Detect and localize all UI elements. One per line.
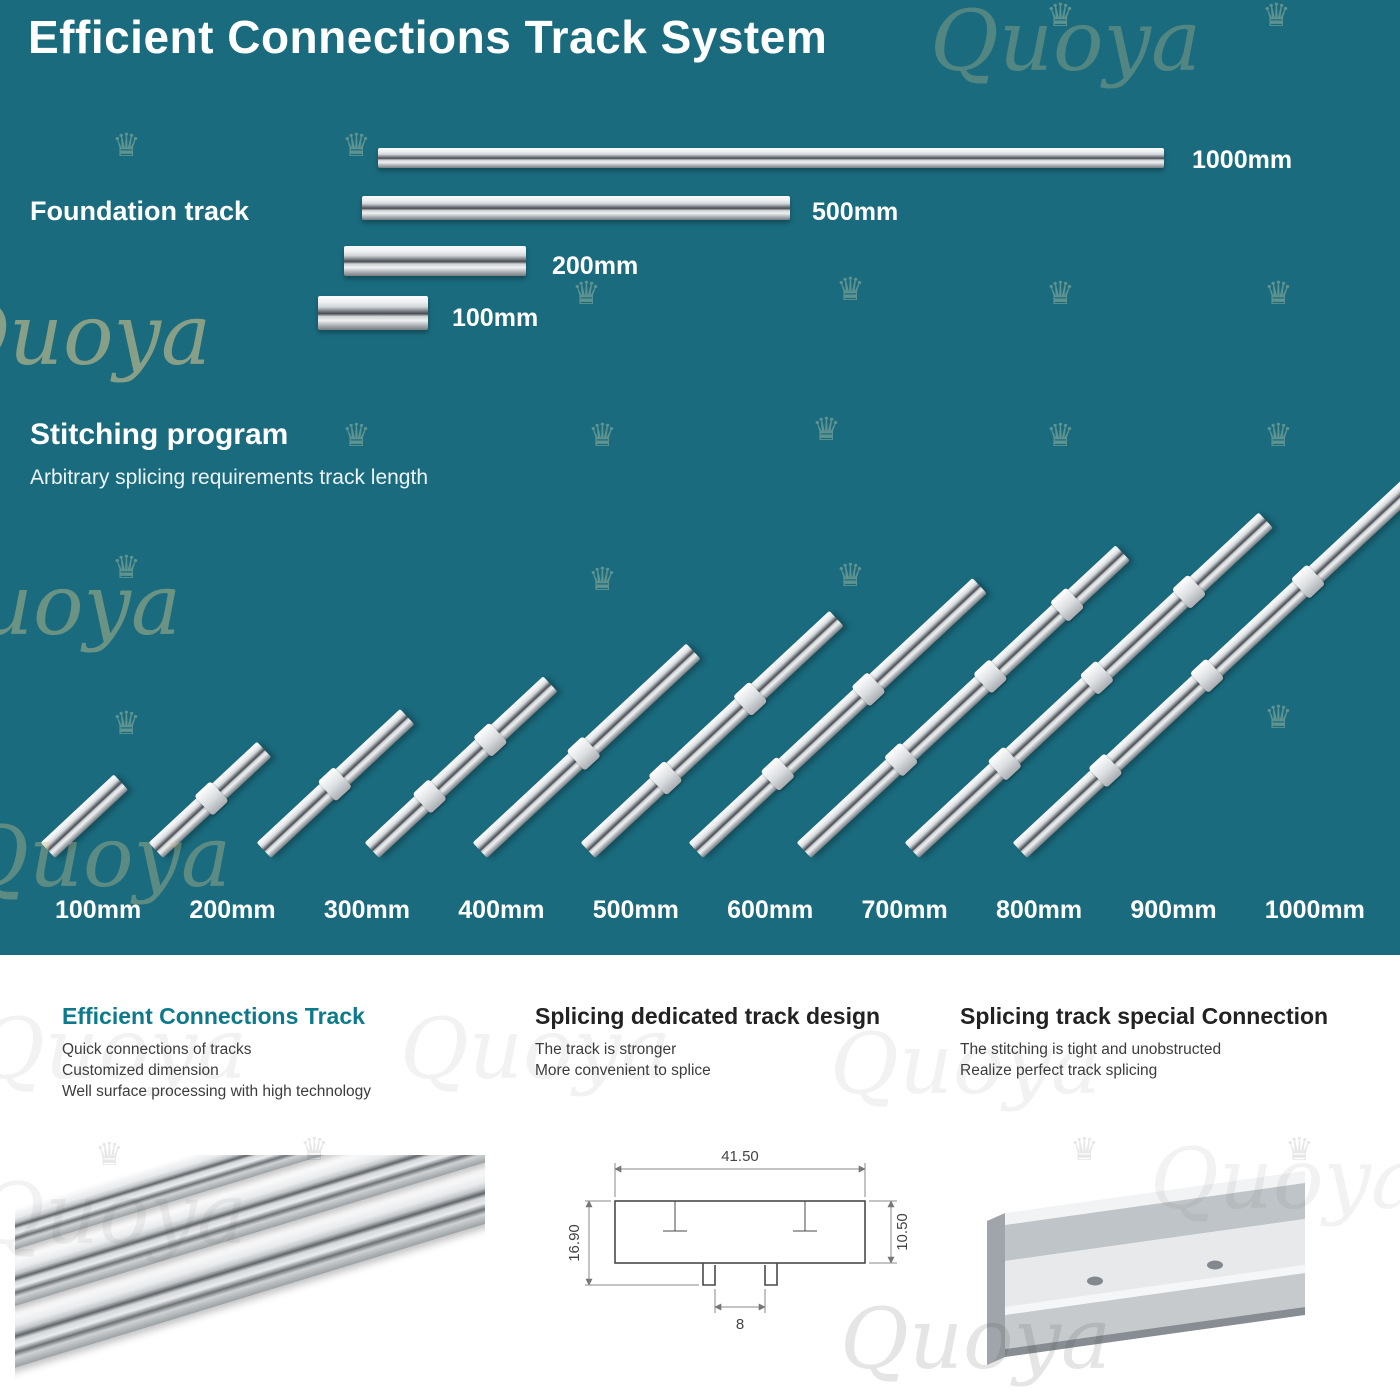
- track-size-label: 500mm: [812, 198, 899, 226]
- splice-joint: [1049, 587, 1085, 623]
- splice-joint: [1079, 660, 1115, 696]
- connector-bottom-edge: [1005, 1307, 1305, 1357]
- splice-joint: [317, 766, 353, 802]
- hero-section: Efficient Connections Track System Found…: [0, 0, 1400, 955]
- splice-joint: [1171, 574, 1207, 610]
- feature-line: The stitching is tight and unobstructed: [960, 1041, 1222, 1058]
- feature-col-special-connection: Splicing track special Connection The st…: [960, 1003, 1360, 1082]
- size-label: 400mm: [458, 896, 545, 924]
- feature-heading: Splicing track special Connection: [960, 1003, 1329, 1029]
- spliced-track-200mm: [148, 741, 272, 858]
- feature-line: Realize perfect track splicing: [960, 1061, 1158, 1079]
- feature-line: Well surface processing with high techno…: [62, 1082, 372, 1100]
- dim-left-height: 16.90: [566, 1224, 583, 1262]
- splice-joint: [760, 756, 795, 792]
- features-section: Efficient Connections Track Quick connec…: [0, 955, 1400, 1400]
- size-label: 300mm: [323, 896, 411, 924]
- track-size-label: 200mm: [552, 252, 639, 280]
- feature-line: The track is stronger: [535, 1041, 677, 1058]
- spliced-track-100mm: [40, 774, 129, 858]
- connector-front-wall: [1005, 1273, 1305, 1349]
- foundation-track-1000mm: [378, 148, 1164, 168]
- connector-photo: [987, 1171, 1305, 1365]
- size-label: 900mm: [1130, 896, 1217, 924]
- spliced-track-900mm: [904, 512, 1273, 858]
- foundation-track-100mm: [318, 296, 428, 330]
- feature-col-connections: Efficient Connections Track Quick connec…: [62, 1003, 492, 1103]
- splice-joint: [473, 722, 508, 758]
- feature-line: Customized dimension: [62, 1061, 219, 1079]
- feature-heading: Efficient Connections Track: [62, 1003, 365, 1029]
- size-label: 700mm: [861, 896, 948, 924]
- dim-bottom-slot: 8: [736, 1316, 744, 1333]
- stitching-heading: Stitching program: [30, 418, 289, 451]
- screw-hole: [1087, 1276, 1103, 1286]
- size-label: 100mm: [55, 896, 142, 924]
- foundation-track-200mm: [344, 246, 526, 276]
- dim-top-width: 41.50: [721, 1148, 759, 1165]
- cross-section-drawing: 41.50 16.90 10.50 8: [566, 1148, 911, 1333]
- splice-joint: [973, 658, 1008, 694]
- splice-joint: [412, 778, 448, 814]
- track-size-label: 100mm: [452, 304, 539, 332]
- foundation-track-500mm: [362, 196, 790, 220]
- connector-front-lip: [1005, 1265, 1305, 1315]
- size-label: 500mm: [592, 896, 679, 924]
- splice-joint: [1189, 658, 1225, 694]
- feature-heading: Splicing dedicated track design: [535, 1003, 881, 1029]
- connector-end-face: [987, 1213, 1005, 1365]
- track-size-label: 1000mm: [1192, 146, 1293, 174]
- splice-joint: [566, 735, 602, 771]
- spliced-track-500mm: [472, 643, 701, 858]
- connector-back-lip: [1005, 1171, 1305, 1225]
- connector-base: [1005, 1219, 1305, 1307]
- spliced-track-1000mm: [1012, 479, 1400, 858]
- stitching-subheading: Arbitrary splicing requirements track le…: [30, 466, 428, 489]
- feature-col-track-design: Splicing dedicated track design The trac…: [535, 1003, 945, 1082]
- screw-hole: [1207, 1260, 1223, 1270]
- feature-line: More convenient to splice: [535, 1061, 711, 1079]
- splice-joint: [883, 742, 919, 777]
- size-label: 800mm: [995, 896, 1083, 924]
- splice-joint: [1088, 752, 1123, 788]
- splice-joint: [194, 781, 229, 816]
- tracks-photo: [15, 1155, 485, 1400]
- splice-joint: [987, 746, 1023, 781]
- feature-line: Quick connections of tracks: [62, 1041, 252, 1058]
- dim-right-height: 10.50: [894, 1213, 911, 1251]
- splice-joint: [851, 671, 886, 707]
- size-label: 200mm: [189, 896, 276, 924]
- splice-joint: [648, 760, 683, 796]
- splice-joint: [1290, 564, 1326, 599]
- profile-inner-slots: [663, 1201, 817, 1232]
- profile-body: [614, 1200, 866, 1264]
- size-label: 1000mm: [1264, 896, 1365, 924]
- profile-bottom-fins: [702, 1263, 778, 1286]
- splice-joint: [732, 681, 768, 717]
- spliced-track-400mm: [364, 676, 558, 858]
- page-title: Efficient Connections Track System: [28, 11, 828, 63]
- connector-back-wall: [1005, 1183, 1305, 1261]
- size-labels-row: 100mm 200mm 300mm 400mm 500mm 600mm 700m…: [55, 896, 1365, 925]
- foundation-label: Foundation track: [30, 196, 250, 226]
- size-label: 600mm: [727, 896, 814, 924]
